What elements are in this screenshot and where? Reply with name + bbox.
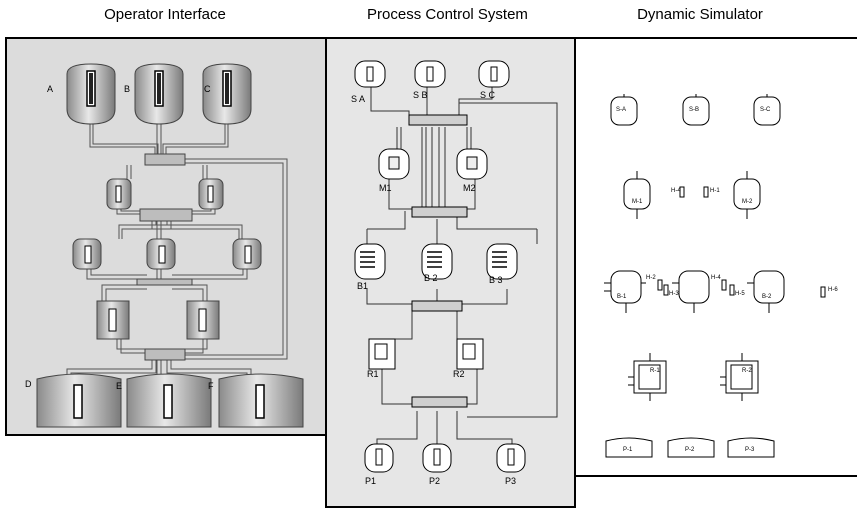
source-s-c-label: S-C (760, 107, 771, 113)
heater-h-6-icon (820, 286, 826, 298)
heater-h-5-icon (729, 284, 735, 296)
operator-interface-panel: A B C D E F (5, 37, 328, 436)
mixer-m-2-label: M-2 (742, 199, 753, 205)
tank-c-label: C (204, 84, 211, 94)
process-control-system-panel: S A S B S C M1 M2 B1 B 2 B 3 R1 R2 P1 P2… (325, 37, 576, 508)
product-p-3-label: P-3 (745, 447, 755, 453)
product-p1-label: P1 (365, 476, 377, 486)
operator-process-diagram (36, 63, 304, 428)
source-s-a-label: S-A (616, 107, 627, 113)
product-p-3-vessel (727, 437, 775, 458)
tank-sb-label: S B (413, 90, 428, 100)
tank-b-label: B (124, 84, 131, 94)
blender-b-2-label: B-2 (762, 294, 772, 300)
heater-h-3-icon (663, 284, 669, 296)
product-p-2-label: P-2 (685, 447, 695, 453)
heater-h-4a-label: H-4 (671, 188, 681, 194)
tank-sc-label: S C (480, 90, 496, 100)
heater-h-4-icon (721, 279, 727, 291)
process-control-system-header: Process Control System (367, 6, 528, 23)
operator-interface-header: Operator Interface (104, 6, 226, 23)
reactor-r1-label: R1 (367, 369, 379, 379)
reactor-r2-label: R2 (453, 369, 465, 379)
heater-h-4-label: H-4 (711, 275, 721, 281)
blender-b1-label: B1 (357, 281, 369, 291)
heater-h-2-label: H-2 (646, 275, 656, 281)
product-p-1-label: P-1 (623, 447, 633, 453)
tank-f-label: F (208, 381, 214, 391)
heater-h-1-icon (703, 186, 709, 198)
reactor-r-2-label: R-2 (742, 368, 752, 374)
heater-h-6-label: H-6 (828, 287, 838, 293)
dynamic-simulator-header: Dynamic Simulator (637, 6, 763, 23)
heater-h-5-label: H-5 (735, 291, 745, 297)
product-p3-label: P3 (505, 476, 517, 486)
blender-b2-label: B 2 (424, 273, 438, 283)
pcs-process-diagram (354, 60, 558, 473)
heater-h-1-label: H-1 (710, 188, 720, 194)
product-p-2-vessel (667, 437, 715, 458)
source-s-b-label: S-B (689, 107, 700, 113)
mixer-m-1-label: M-1 (632, 199, 643, 205)
heater-h-4a-icon (679, 186, 685, 198)
tank-a-label: A (47, 84, 54, 94)
tank-d-label: D (25, 379, 32, 389)
product-p2-label: P2 (429, 476, 441, 486)
simulator-diagram (604, 94, 826, 458)
heater-h-2-icon (657, 279, 663, 291)
mixer-m1-label: M1 (379, 183, 392, 193)
blender-b3-label: B 3 (489, 275, 503, 285)
tank-e-label: E (116, 381, 123, 391)
mixer-m2-label: M2 (463, 183, 476, 193)
product-p-1-vessel (605, 437, 653, 458)
blender-b-2-vessel (678, 270, 710, 304)
reactor-r-1-label: R-1 (650, 368, 660, 374)
heater-h-3-label: H-3 (669, 291, 679, 297)
tank-sa-label: S A (351, 94, 366, 104)
dynamic-simulator-panel: S-A S-B S-C M-1 M-2 H-4 H-1 B-1 B-2 H-2 … (574, 37, 857, 477)
blender-b-1-label: B-1 (617, 294, 627, 300)
